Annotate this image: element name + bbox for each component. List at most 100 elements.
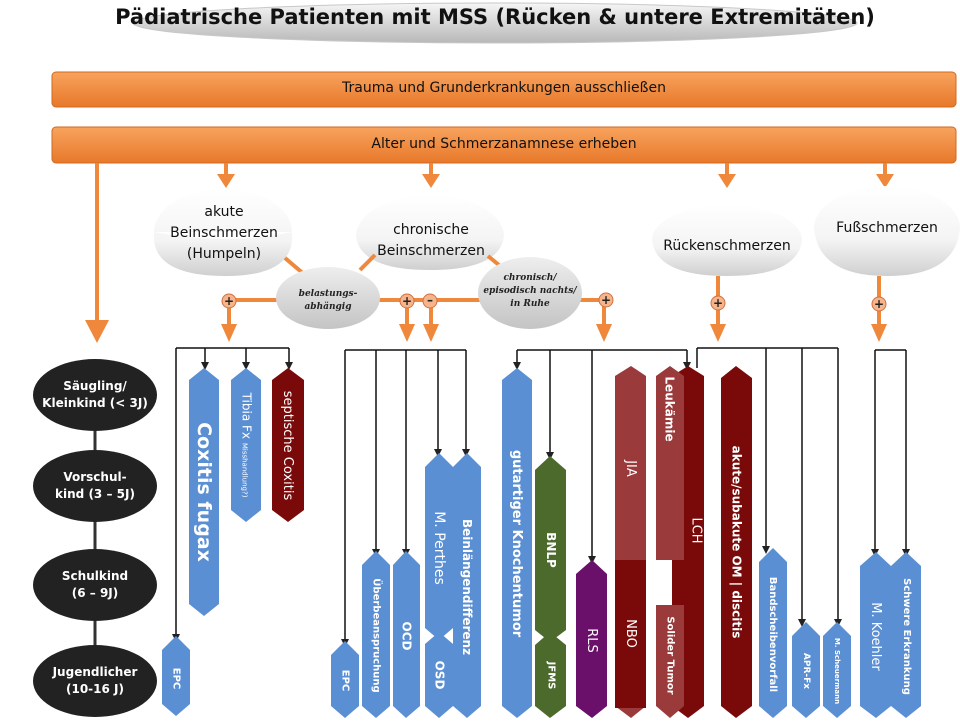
box-leukaemie xyxy=(656,366,684,560)
rest-line3: in Ruhe xyxy=(510,299,550,309)
plus-sign-chronic: + xyxy=(401,294,413,308)
diagnosis-boxes xyxy=(162,366,921,718)
sign-circles xyxy=(221,292,887,312)
bracket-lines xyxy=(172,347,910,647)
acute-leg-label: akute Beinschmerzen (Humpeln) xyxy=(154,202,294,265)
foot-pain-label: Fußschmerzen xyxy=(836,220,938,236)
septische-coxitis-label: septische Coxitis xyxy=(280,390,296,500)
box-osd xyxy=(425,632,453,718)
box-rls xyxy=(576,560,607,718)
load-line2: abhängig xyxy=(304,302,352,312)
load-line1: belastungs- xyxy=(298,289,358,299)
box-beinlaengendifferenz xyxy=(453,453,481,718)
age-preschool-line1: Vorschul- xyxy=(63,470,127,484)
box-gutartiger-knochentumor xyxy=(502,368,532,718)
plus-sign-back: + xyxy=(712,296,724,310)
m-koehler-label: M. Koehler xyxy=(868,601,884,671)
box-ocd xyxy=(393,551,420,718)
age-infant-line2: Kleinkind (< 3J) xyxy=(42,396,148,410)
box-tibia-fx xyxy=(231,368,261,522)
box-epc-2 xyxy=(331,641,359,718)
box-m-koehler xyxy=(860,552,891,718)
box-bnlp xyxy=(535,456,566,642)
box-schwere-erkrankung xyxy=(891,552,921,718)
box-ueberbeanspruchung xyxy=(362,551,390,718)
age-group-infant: Säugling/ Kleinkind (< 3J) xyxy=(33,378,157,412)
box-m-perthes xyxy=(425,453,453,640)
step1-label: Trauma und Grunderkrankungen ausschließe… xyxy=(342,80,666,96)
box-solider-tumor xyxy=(656,605,684,718)
bandscheibenvorfall-label: Bandscheibenvorfall xyxy=(767,576,779,692)
box-septische-coxitis xyxy=(272,368,304,522)
age-group-adolescent: Jugendlicher (10-16 J) xyxy=(33,664,157,698)
schwere-erkrankung-label: Schwere Erkrankung xyxy=(900,577,912,695)
minus-sign-chronic: – xyxy=(427,293,433,307)
age-school-line1: Schulkind xyxy=(61,569,129,583)
title-oval xyxy=(132,2,858,44)
rest-line1: chronisch/ xyxy=(503,273,557,283)
orange-arrows xyxy=(85,163,894,343)
orange-arrowheads xyxy=(221,324,887,342)
age-group-preschool: Vorschul- kind (3 – 5J) xyxy=(33,469,157,503)
back-pain-label: Rückenschmerzen xyxy=(663,238,791,254)
box-bandscheibenvorfall xyxy=(759,548,787,718)
rls-label: RLS xyxy=(584,627,599,653)
box-om-discitis xyxy=(721,366,752,718)
ocd-label: OCD xyxy=(399,621,414,650)
m-perthes-label: M. Perthes xyxy=(431,510,447,585)
box-jfms xyxy=(535,632,566,718)
rest-oval xyxy=(478,257,582,329)
chronic-leg-line2: Beinschmerzen xyxy=(377,243,485,259)
leukaemie-label: Leukämie xyxy=(663,376,678,442)
epc-label-2: EPC xyxy=(339,669,351,692)
acute-leg-cloud xyxy=(153,188,293,276)
age-school-line2: (6 – 9J) xyxy=(71,586,119,600)
back-cloud xyxy=(652,205,802,276)
age-infant-line1: Säugling/ xyxy=(63,379,127,393)
solider-tumor-label: Solider Tumor xyxy=(664,616,676,695)
ueberbeanspruchung-label: Überbeanspruchung xyxy=(370,578,382,693)
acute-leg-line1: akute xyxy=(204,204,244,220)
box-apr-fx xyxy=(792,622,820,718)
gutartiger-knochentumor-label: gutartiger Knochentumor xyxy=(509,449,525,637)
m-scheuermann-label: M. Scheuermann xyxy=(833,637,841,705)
step2-bar xyxy=(51,126,957,164)
plus-sign-rest: + xyxy=(600,293,612,307)
coxitis-fugax-label: Coxitis fugax xyxy=(193,422,216,562)
chronic-leg-cloud xyxy=(356,195,504,270)
rest-oval-label: chronisch/ episodisch nachts/ in Ruhe xyxy=(478,272,582,311)
load-oval-label: belastungs- abhängig xyxy=(280,288,376,314)
bnlp-label: BNLP xyxy=(543,532,558,568)
chronic-leg-label: chronische Beinschmerzen xyxy=(356,220,506,262)
om-discitis-label: akute/subakute OM | discitis xyxy=(729,445,744,639)
age-circles xyxy=(33,359,157,717)
step1-bar xyxy=(51,71,957,108)
box-epc-1 xyxy=(162,636,190,716)
acute-leg-line3: (Humpeln) xyxy=(186,246,262,262)
age-adolescent-line2: (10-16 J) xyxy=(66,682,124,696)
plus-sign-foot: + xyxy=(873,297,885,311)
lch-label: LCH xyxy=(688,516,704,544)
load-oval xyxy=(276,267,380,329)
beinlaengendifferenz-label: Beinlängendifferenz xyxy=(460,518,474,655)
age-group-schoolchild: Schulkind (6 – 9J) xyxy=(33,568,157,602)
epc-label-1: EPC xyxy=(170,667,182,689)
nbo-label: NBO xyxy=(623,618,638,648)
chronic-leg-line1: chronische xyxy=(393,222,469,238)
plus-sign-acute: + xyxy=(223,294,235,308)
apr-fx-label: APR-Fx xyxy=(801,652,811,690)
step2-label: Alter und Schmerzanamnese erheben xyxy=(371,136,637,152)
foot-cloud xyxy=(814,186,960,276)
jia-label: JIA xyxy=(623,459,638,477)
age-adolescent-line1: Jugendlicher xyxy=(52,665,138,679)
box-coxitis-fugax xyxy=(189,368,219,616)
box-m-scheuermann xyxy=(823,622,851,718)
box-nbo-shade xyxy=(615,560,646,708)
acute-leg-line2: Beinschmerzen xyxy=(170,225,278,241)
page-title: Pädiatrische Patienten mit MSS (Rücken &… xyxy=(115,5,875,29)
jfms-label: JFMS xyxy=(545,661,556,690)
osd-label: OSD xyxy=(432,660,446,690)
age-preschool-line2: kind (3 – 5J) xyxy=(55,487,135,501)
rest-line2: episodisch nachts/ xyxy=(483,286,577,296)
